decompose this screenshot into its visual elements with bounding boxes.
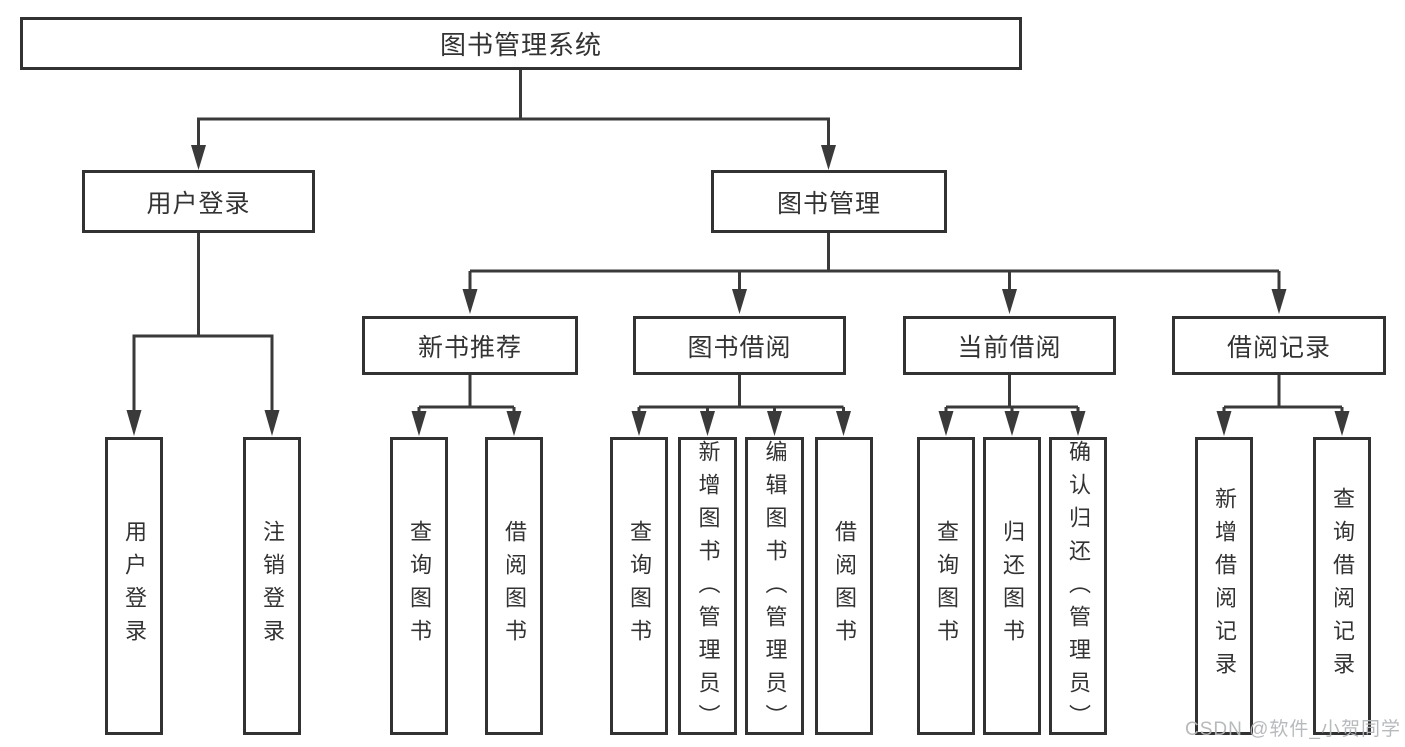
connector-borrow-records-to-leaves [1216, 375, 1350, 436]
node-current-borrow: 当前借阅 [903, 316, 1116, 375]
leaf-cb-return-books-label: 归还图书 [1000, 520, 1025, 652]
leaf-br-query-record: 查询借阅记录 [1313, 437, 1371, 735]
node-book-borrow: 图书借阅 [633, 316, 846, 375]
leaf-cb-confirm-return-admin: 确认归还（管理员） [1049, 437, 1107, 737]
leaf-rec-query-books-label: 查询图书 [407, 520, 432, 652]
leaf-cb-return-books: 归还图书 [983, 437, 1041, 735]
leaf-user-login-label: 用户登录 [122, 520, 147, 652]
connector-user-login-to-leaves [126, 233, 280, 436]
leaf-bb-add-books-admin: 新增图书（管理员） [678, 437, 737, 737]
leaf-br-query-record-label: 查询借阅记录 [1330, 487, 1355, 685]
node-borrow-records: 借阅记录 [1172, 316, 1386, 375]
leaf-bb-edit-books-admin: 编辑图书（管理员） [745, 437, 804, 737]
node-current-borrow-label: 当前借阅 [957, 333, 1062, 362]
connector-new-book-rec-to-leaves [411, 375, 522, 436]
leaf-bb-borrow-books: 借阅图书 [815, 437, 873, 735]
leaf-user-login: 用户登录 [105, 437, 163, 735]
leaf-rec-borrow-books: 借阅图书 [485, 437, 543, 735]
leaf-logout-label: 注销登录 [260, 520, 285, 652]
node-book-mgmt: 图书管理 [711, 170, 947, 233]
leaf-cb-confirm-return-admin-label: 确认归还（管理员） [1066, 440, 1091, 737]
leaf-bb-add-books-admin-label: 新增图书（管理员） [695, 440, 721, 737]
connector-root-to-level2 [191, 70, 836, 170]
leaf-br-add-record-label: 新增借阅记录 [1212, 487, 1237, 685]
leaf-bb-edit-books-admin-label: 编辑图书（管理员） [762, 440, 788, 737]
node-root: 图书管理系统 [20, 17, 1022, 70]
node-borrow-records-label: 借阅记录 [1226, 333, 1331, 362]
node-book-borrow-label: 图书借阅 [687, 333, 792, 362]
connector-book-mgmt-to-level3 [462, 233, 1287, 314]
csdn-watermark: CSDN @软件_小贺同学 [1185, 719, 1401, 740]
leaf-rec-query-books: 查询图书 [390, 437, 448, 735]
leaf-br-add-record: 新增借阅记录 [1195, 437, 1253, 735]
node-user-login: 用户登录 [82, 170, 315, 233]
leaf-bb-query-books: 查询图书 [610, 437, 668, 735]
connector-current-borrow-to-leaves [938, 375, 1086, 436]
leaf-rec-borrow-books-label: 借阅图书 [502, 520, 527, 652]
leaf-cb-query-books: 查询图书 [917, 437, 975, 735]
leaf-cb-query-books-label: 查询图书 [934, 520, 959, 652]
node-root-label: 图书管理系统 [439, 30, 602, 60]
node-new-book-rec: 新书推荐 [362, 316, 578, 375]
leaf-logout: 注销登录 [243, 437, 301, 735]
node-book-mgmt-label: 图书管理 [776, 189, 881, 218]
connector-book-borrow-to-leaves [631, 375, 851, 436]
node-new-book-rec-label: 新书推荐 [417, 333, 522, 362]
node-user-login-label: 用户登录 [146, 189, 251, 218]
leaf-bb-borrow-books-label: 借阅图书 [832, 520, 857, 652]
leaf-bb-query-books-label: 查询图书 [627, 520, 652, 652]
